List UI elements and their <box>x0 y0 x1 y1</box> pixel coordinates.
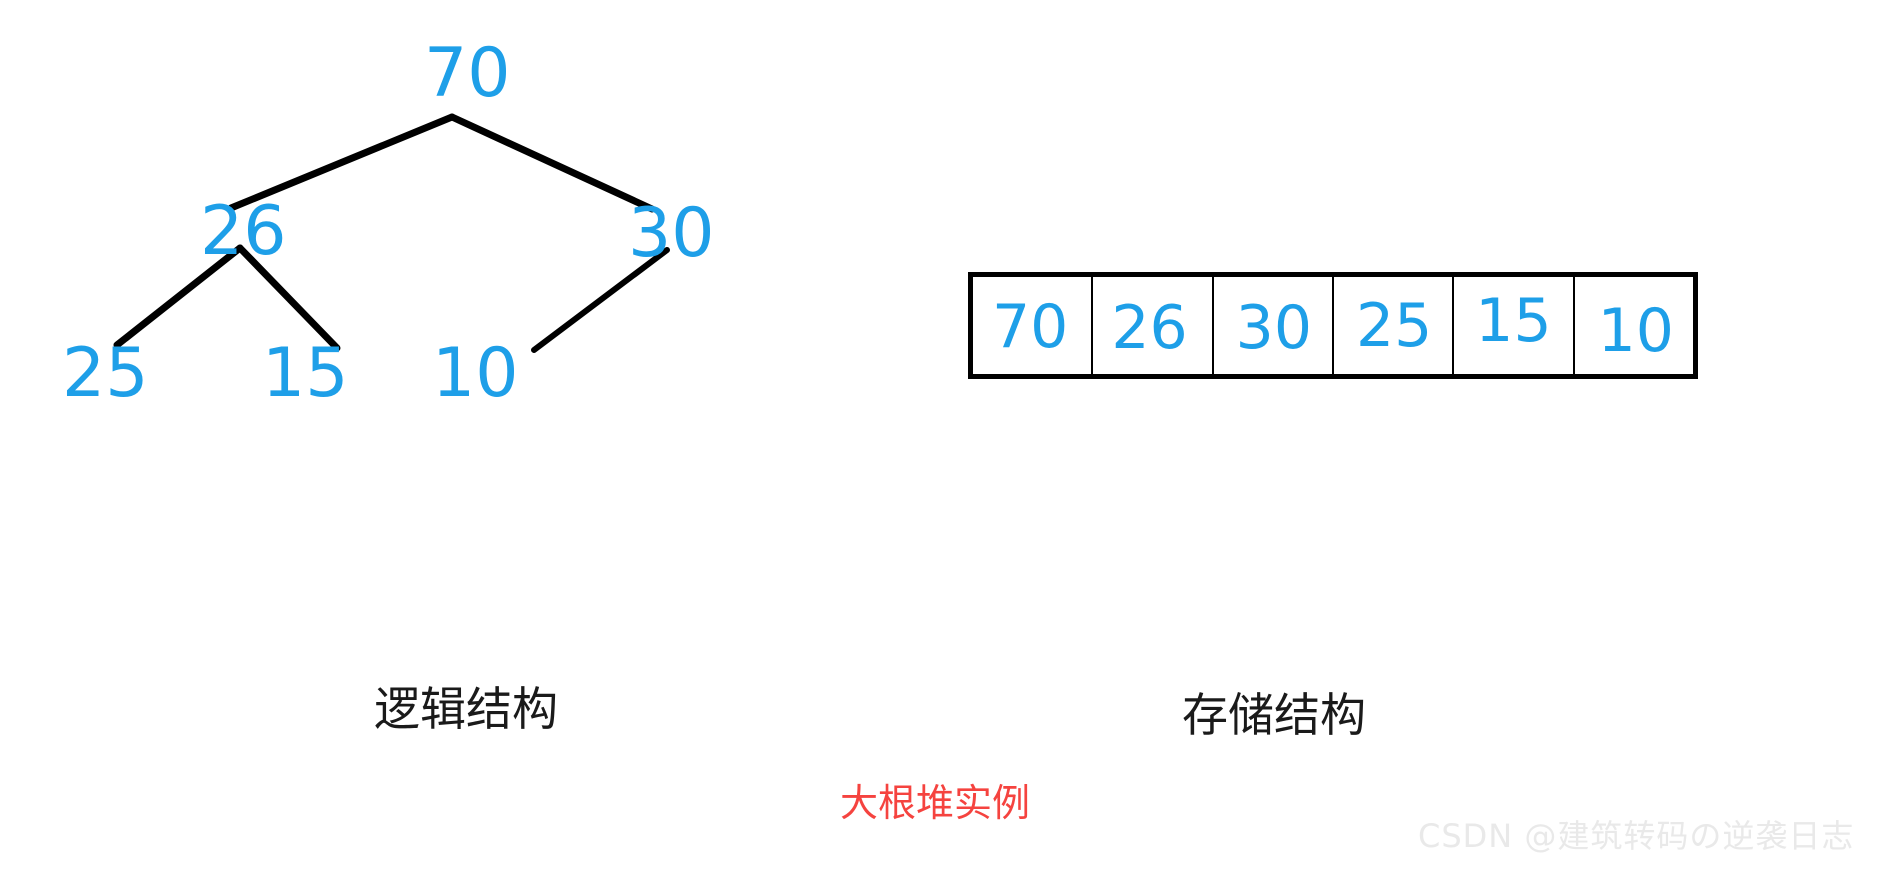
array-cell-value: 10 <box>1597 295 1674 366</box>
csdn-watermark: CSDN @建筑转码の逆袭日志 <box>1418 817 1855 855</box>
figure-title-max-heap-example: 大根堆实例 <box>840 781 1031 825</box>
tree-node-value: 30 <box>628 194 715 273</box>
array-cell: 25 <box>1334 277 1455 374</box>
array-cell-value: 15 <box>1475 285 1552 356</box>
array-cell: 70 <box>973 277 1094 374</box>
binary-tree-edges <box>113 113 670 353</box>
tree-node-root-70: 70 <box>424 40 511 108</box>
tree-node-value: 10 <box>432 334 519 413</box>
logical-structure-label: 逻辑结构 <box>374 682 558 736</box>
array-cell: 10 <box>1575 277 1693 374</box>
edge-26-25 <box>113 244 244 349</box>
array-cell-value: 26 <box>1111 292 1188 363</box>
array-cell: 26 <box>1093 277 1214 374</box>
tree-node-15: 15 <box>262 340 349 408</box>
array-cell: 30 <box>1214 277 1334 374</box>
tree-node-value: 70 <box>424 34 511 113</box>
array-cell-value: 30 <box>1235 292 1312 363</box>
tree-node-25: 25 <box>62 340 149 408</box>
tree-node-value: 15 <box>262 334 349 413</box>
edge-70-26 <box>227 113 456 212</box>
storage-structure-label: 存储结构 <box>1182 688 1366 742</box>
edge-70-30 <box>448 113 656 213</box>
tree-node-30: 30 <box>628 200 715 268</box>
array-cell-value: 70 <box>991 291 1069 362</box>
heap-array: 70 26 30 25 15 10 <box>968 272 1698 379</box>
tree-node-10: 10 <box>432 340 519 408</box>
edge-26-15 <box>236 244 341 352</box>
tree-node-26: 26 <box>200 198 287 266</box>
array-cell-value: 25 <box>1355 290 1433 361</box>
array-cell: 15 <box>1454 277 1575 374</box>
tree-node-value: 25 <box>62 334 149 413</box>
tree-node-value: 26 <box>200 192 287 271</box>
edge-30-10 <box>531 247 670 353</box>
